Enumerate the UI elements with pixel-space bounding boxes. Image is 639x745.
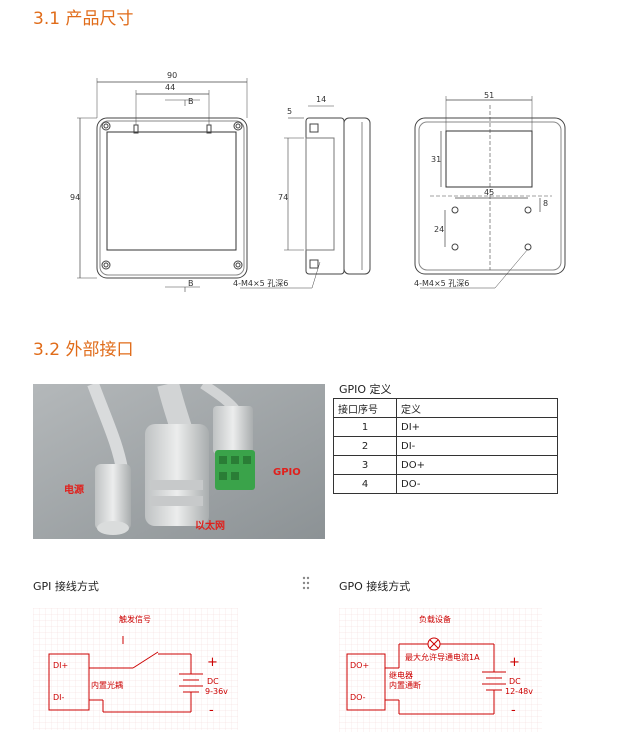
label-ethernet: 以太网: [195, 521, 225, 532]
cell-def: DI-: [396, 436, 558, 456]
gpi-minus: -: [209, 703, 214, 718]
table-row: 4 DO-: [333, 474, 558, 494]
side-view: [240, 105, 371, 289]
gpi-optocoupler: 内置光耦: [91, 680, 123, 690]
gpo-do-minus: DO-: [350, 693, 366, 702]
dim-back-note: 4-M4×5 孔深6: [414, 279, 469, 288]
table-row: 2 DI-: [333, 436, 558, 456]
gpo-dc: DC: [509, 677, 521, 686]
header-index: 接口序号: [333, 398, 397, 418]
gpi-wiring-diagram: 触发信号 DI+ DI- 内置光耦 + - DC 9-36v: [33, 608, 238, 730]
front-view: [77, 78, 248, 292]
gpi-dc: DC: [207, 677, 219, 686]
label-gpio: GPIO: [273, 467, 301, 478]
drag-handle-icon[interactable]: [302, 576, 310, 590]
dim-back-h24: 24: [434, 225, 444, 234]
gpio-title: GPIO 定义: [339, 383, 392, 396]
gpo-relay: 继电器: [389, 670, 413, 680]
gpo-relay-state: 内置通断: [389, 680, 421, 690]
gpo-wiring-diagram: 负载设备 最大允许导通电流1A DO+ DO- 继电器 内置通断 + - DC …: [339, 608, 542, 732]
dim-front-b-bottom: B: [188, 279, 194, 288]
dim-back-h31: 31: [431, 155, 441, 164]
gpi-voltage: 9-36v: [205, 687, 228, 696]
dim-front-height: 94: [70, 193, 80, 202]
gpio-table: 接口序号 定义 1 DI+ 2 DI- 3 DO+ 4 DO-: [333, 398, 558, 494]
gpo-title: GPO 接线方式: [339, 580, 411, 593]
table-row: 3 DO+: [333, 455, 558, 475]
table-row: 1 DI+: [333, 417, 558, 437]
gpi-trigger: 触发信号: [119, 614, 151, 624]
table-header-row: 接口序号 定义: [333, 398, 558, 418]
dim-front-inner: 44: [165, 83, 175, 92]
header-definition: 定义: [396, 398, 558, 418]
dim-side-left: 5: [287, 107, 292, 116]
cable-illustration: [33, 384, 325, 539]
back-view: [414, 96, 566, 289]
cell-num: 3: [333, 455, 397, 475]
dimension-drawings: 90 44 94 B B 5 14 74 4-M4×5 孔深6: [70, 71, 566, 292]
dim-back-w8: 8: [543, 199, 548, 208]
gpi-title: GPI 接线方式: [33, 580, 99, 593]
section-title-size: 3.1 产品尺寸: [33, 9, 134, 29]
cable-photo: 电源 GPIO 以太网: [33, 384, 325, 539]
cell-num: 1: [333, 417, 397, 437]
gpi-di-plus: DI+: [53, 661, 68, 670]
dim-side-thickness: 14: [316, 95, 326, 104]
gpo-minus: -: [511, 703, 516, 718]
dim-front-b-top: B: [188, 97, 194, 106]
gpi-plus: +: [207, 655, 218, 670]
dim-side-height: 74: [278, 193, 288, 202]
label-power: 电源: [64, 485, 84, 496]
cell-def: DO-: [396, 474, 558, 494]
dim-front-width: 90: [167, 71, 177, 80]
gpo-max-current: 最大允许导通电流1A: [405, 652, 480, 662]
cell-def: DO+: [396, 455, 558, 475]
dim-back-width: 51: [484, 91, 494, 100]
dim-side-note: 4-M4×5 孔深6: [233, 279, 288, 288]
gpo-do-plus: DO+: [350, 661, 369, 670]
cell-def: DI+: [396, 417, 558, 437]
gpo-load: 负载设备: [419, 614, 451, 624]
gpo-plus: +: [509, 655, 520, 670]
cell-num: 4: [333, 474, 397, 494]
dim-back-w45: 45: [484, 188, 494, 197]
gpo-voltage: 12-48v: [505, 687, 533, 696]
section-title-interface: 3.2 外部接口: [33, 340, 134, 360]
gpi-di-minus: DI-: [53, 693, 65, 702]
cell-num: 2: [333, 436, 397, 456]
